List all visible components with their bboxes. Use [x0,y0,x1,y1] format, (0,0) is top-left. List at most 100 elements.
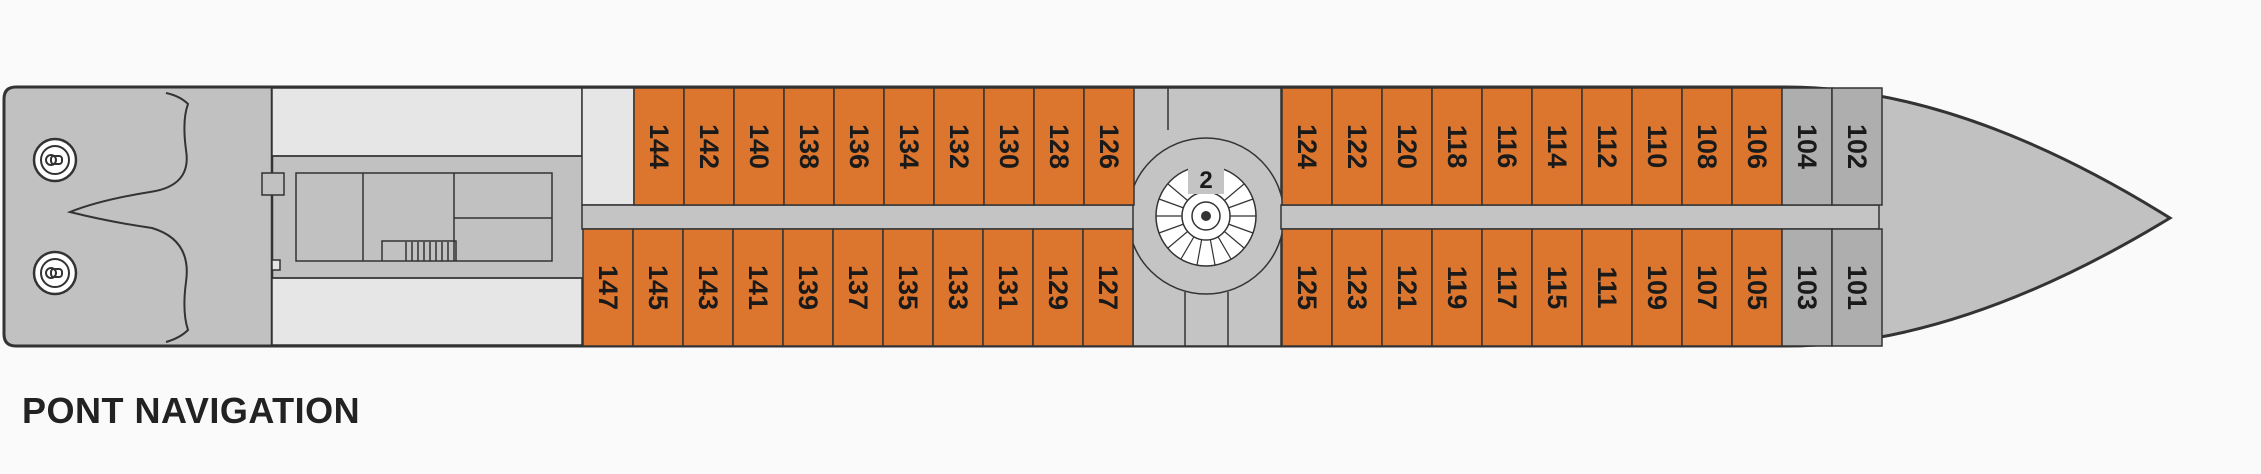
cabin-133[interactable]: 133 [932,228,984,347]
cabin-number-label: 139 [793,265,823,310]
cabin-132[interactable]: 132 [933,87,985,206]
cabin-120[interactable]: 120 [1381,87,1433,206]
cabin-114[interactable]: 114 [1531,87,1583,206]
cabin-101[interactable]: 101 [1831,228,1883,347]
cabin-127[interactable]: 127 [1082,228,1134,347]
cabin-138[interactable]: 138 [783,87,835,206]
cabin-109[interactable]: 109 [1631,228,1683,347]
cabin-123[interactable]: 123 [1331,228,1383,347]
cabin-111[interactable]: 111 [1581,228,1633,347]
cabin-131[interactable]: 131 [982,228,1034,347]
cabin-121[interactable]: 121 [1381,228,1433,347]
cabin-number-label: 128 [1044,124,1074,169]
cabin-number-label: 123 [1342,265,1372,310]
cabin-128[interactable]: 128 [1033,87,1085,206]
cabin-125[interactable]: 125 [1281,228,1333,347]
cabin-106[interactable]: 106 [1731,87,1783,206]
cabin-box [982,228,1034,347]
cabin-box [683,87,735,206]
cabin-number-label: 120 [1392,124,1422,169]
cabin-135[interactable]: 135 [882,228,934,347]
cabin-117[interactable]: 117 [1481,228,1533,347]
cabin-137[interactable]: 137 [832,228,884,347]
cabin-number-label: 137 [843,265,873,310]
cabin-number-label: 129 [1043,265,1073,310]
cabin-box [1032,228,1084,347]
open-deck-area [271,277,583,346]
cabin-142[interactable]: 142 [683,87,735,206]
open-deck-area [581,87,635,206]
cabin-box [1831,228,1883,347]
cabin-126[interactable]: 126 [1083,87,1135,206]
cabin-130[interactable]: 130 [983,87,1035,206]
cabin-box [633,87,685,206]
cabin-number-label: 107 [1692,265,1722,310]
cabin-number-label: 138 [794,124,824,169]
cabin-box [1681,228,1733,347]
cabin-124[interactable]: 124 [1281,87,1333,206]
cabin-118[interactable]: 118 [1431,87,1483,206]
cabin-number-label: 140 [744,124,774,169]
cabin-105[interactable]: 105 [1731,228,1783,347]
cabin-122[interactable]: 122 [1331,87,1383,206]
cabin-box [832,228,884,347]
spiral-staircase-icon [1155,164,1257,267]
cabin-number-label: 106 [1742,124,1772,169]
cabin-number-label: 114 [1542,125,1572,169]
cabin-box [1033,87,1085,206]
cabin-number-label: 118 [1442,125,1472,169]
bollard-icon [32,137,78,183]
cabin-box [1083,87,1135,206]
cabin-row-upper-fwd: 124 122 120 118 116 114 112 110 108 106 104 102 [1281,87,1883,206]
cabin-box [1381,87,1433,206]
cabin-112[interactable]: 112 [1581,87,1633,206]
cabin-number-label: 102 [1842,124,1872,169]
cabin-box [1281,228,1333,347]
cabin-number-label: 125 [1292,265,1322,310]
cabin-110[interactable]: 110 [1631,87,1683,206]
cabin-box [1581,228,1633,347]
cabin-134[interactable]: 134 [883,87,935,206]
cabin-141[interactable]: 141 [732,228,784,347]
cabin-144[interactable]: 144 [633,87,685,206]
cabin-box [783,87,835,206]
cabin-number-label: 133 [943,265,973,310]
cabin-number-label: 111 [1592,266,1622,308]
cabin-147[interactable]: 147 [582,228,634,347]
staircase-deck-number: 2 [1199,167,1212,194]
cabin-box [1731,228,1783,347]
cabin-115[interactable]: 115 [1531,228,1583,347]
cabin-108[interactable]: 108 [1681,87,1733,206]
cabin-number-label: 134 [894,124,924,169]
cabin-box [833,87,885,206]
cabin-136[interactable]: 136 [833,87,885,206]
cabin-number-label: 145 [643,265,673,310]
cabin-145[interactable]: 145 [632,228,684,347]
cabin-102[interactable]: 102 [1831,87,1883,206]
cabin-box [1281,87,1333,206]
cabin-number-label: 110 [1642,125,1672,169]
cabin-143[interactable]: 143 [682,228,734,347]
cabin-number-label: 101 [1842,265,1872,310]
cabin-box [1331,87,1383,206]
cabin-number-label: 147 [593,265,623,310]
deck-title: PONT NAVIGATION [22,390,361,431]
cabin-104[interactable]: 104 [1781,87,1833,206]
cabin-number-label: 122 [1342,124,1372,169]
cabin-103[interactable]: 103 [1781,228,1833,347]
cabin-number-label: 135 [893,265,923,310]
cabin-number-label: 127 [1093,265,1123,310]
cabin-box [1481,228,1533,347]
cabin-box [882,228,934,347]
cabin-116[interactable]: 116 [1481,87,1533,206]
cabin-140[interactable]: 140 [733,87,785,206]
cabin-107[interactable]: 107 [1681,228,1733,347]
cabin-number-label: 143 [693,265,723,310]
cabin-119[interactable]: 119 [1431,228,1483,347]
cabin-129[interactable]: 129 [1032,228,1084,347]
cabin-139[interactable]: 139 [782,228,834,347]
cabin-box [1531,228,1583,347]
corridor [1280,204,1880,230]
cabin-number-label: 142 [694,124,724,169]
